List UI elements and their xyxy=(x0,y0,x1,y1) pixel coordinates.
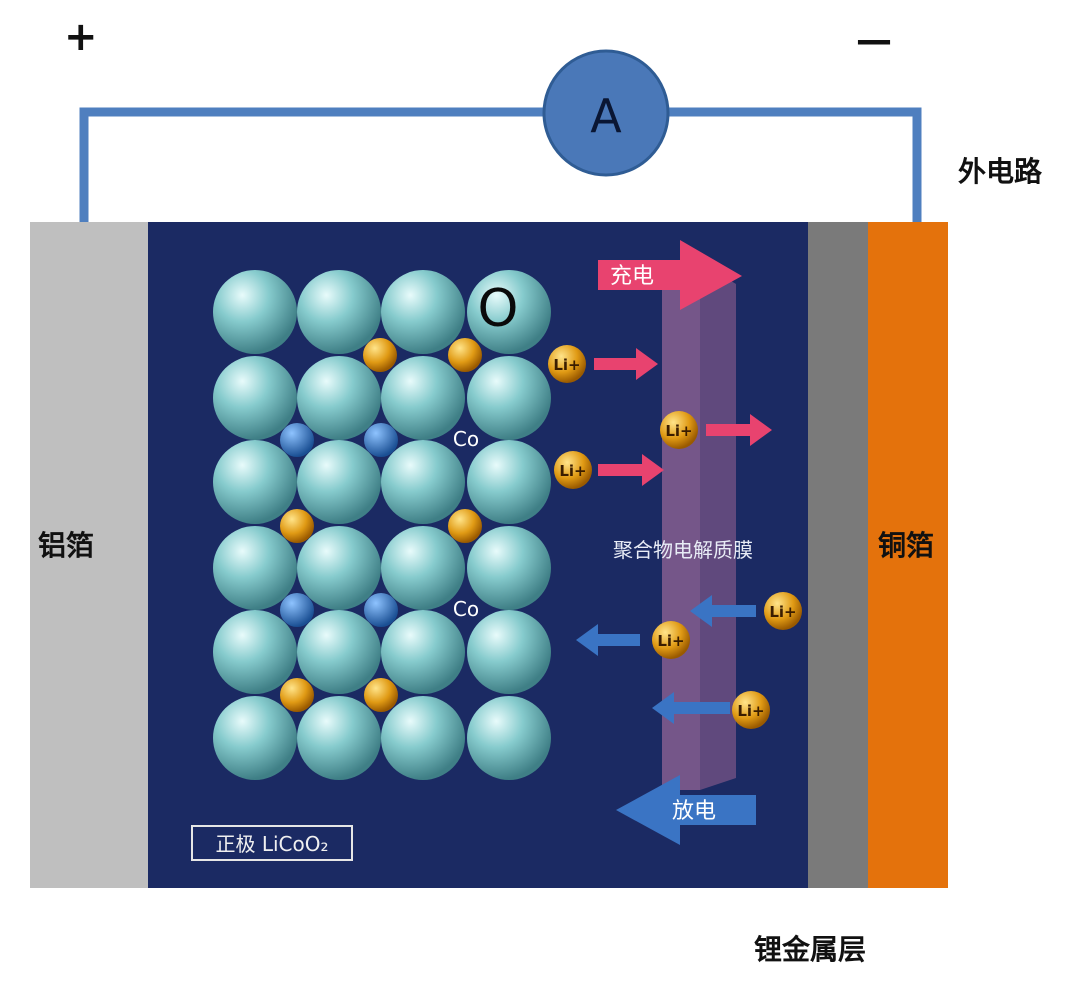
oxygen-atom xyxy=(381,356,465,440)
oxygen-atom xyxy=(213,610,297,694)
oxygen-atom xyxy=(381,696,465,780)
oxygen-atom xyxy=(297,356,381,440)
negative-terminal: — xyxy=(856,20,892,61)
lithium-ion: Li+ xyxy=(548,345,586,383)
oxygen-atom xyxy=(297,440,381,524)
charge-ion-arrow xyxy=(594,348,658,380)
lithium-ion-label: Li+ xyxy=(737,702,764,720)
lithium-metal-layer-label: 锂金属层 xyxy=(754,933,867,966)
cathode-label: 正极 LiCoO₂ xyxy=(215,832,328,856)
charge-label: 充电 xyxy=(610,264,654,289)
lithium-ion: Li+ xyxy=(764,592,802,630)
discharge-ion-arrow xyxy=(576,624,640,656)
oxygen-atom xyxy=(467,440,551,524)
cobalt-atom xyxy=(280,593,314,627)
lithium-ion: Li+ xyxy=(554,451,592,489)
charge-ion-arrow xyxy=(598,454,664,486)
lithium-ion-label: Li+ xyxy=(657,632,684,650)
copper-foil xyxy=(868,222,948,888)
oxygen-atom xyxy=(467,356,551,440)
oxygen-atom xyxy=(381,270,465,354)
cobalt-label-2: Co xyxy=(453,597,479,621)
discharge-arrow: 放电 xyxy=(616,775,756,845)
cobalt-atom xyxy=(280,423,314,457)
lithium-atom xyxy=(448,509,482,543)
oxygen-atom xyxy=(213,440,297,524)
lithium-ion: Li+ xyxy=(652,621,690,659)
oxygen-atom xyxy=(467,526,551,610)
oxygen-atom xyxy=(467,610,551,694)
oxygen-atom xyxy=(213,270,297,354)
lithium-ion-label: Li+ xyxy=(553,356,580,374)
aluminum-foil xyxy=(30,222,150,888)
positive-terminal: + xyxy=(64,14,98,60)
lithium-ion: Li+ xyxy=(660,411,698,449)
cobalt-atom xyxy=(364,423,398,457)
charge-arrow: 充电 xyxy=(598,240,742,310)
oxygen-atom xyxy=(297,610,381,694)
external-circuit-label: 外电路 xyxy=(958,155,1043,188)
lithium-atom xyxy=(363,338,397,372)
oxygen-atom xyxy=(381,440,465,524)
cobalt-label-1: Co xyxy=(453,427,479,451)
discharge-label: 放电 xyxy=(672,799,716,824)
charge-ion-arrow xyxy=(706,414,772,446)
oxygen-atom xyxy=(467,696,551,780)
lithium-ion: Li+ xyxy=(732,691,770,729)
oxygen-atom xyxy=(381,610,465,694)
copper-foil-label: 铜箔 xyxy=(878,529,935,562)
lithium-ion-label: Li+ xyxy=(559,462,586,480)
separator xyxy=(808,222,870,888)
membrane-label: 聚合物电解质膜 xyxy=(613,538,753,562)
oxygen-atom xyxy=(213,356,297,440)
discharge-ion-arrow xyxy=(690,595,756,627)
oxygen-atom xyxy=(213,696,297,780)
lithium-atom xyxy=(364,678,398,712)
lithium-ion-label: Li+ xyxy=(769,603,796,621)
ammeter-label: A xyxy=(590,89,622,143)
lithium-atom xyxy=(280,509,314,543)
oxygen-atom xyxy=(381,526,465,610)
lithium-ion-label: Li+ xyxy=(665,422,692,440)
oxygen-atom xyxy=(297,270,381,354)
lithium-atom xyxy=(280,678,314,712)
cobalt-atom xyxy=(364,593,398,627)
external-wire xyxy=(79,107,922,222)
oxygen-atom xyxy=(213,526,297,610)
oxygen-atom xyxy=(467,270,551,354)
oxygen-label: O xyxy=(478,279,519,339)
lithium-atom xyxy=(448,338,482,372)
oxygen-atom xyxy=(297,696,381,780)
oxygen-atom xyxy=(297,526,381,610)
aluminum-foil-label: 铝箔 xyxy=(38,529,95,562)
cathode-label-box: 正极 LiCoO₂ xyxy=(191,825,353,861)
ammeter: A xyxy=(542,49,670,177)
discharge-ion-arrow xyxy=(652,692,730,724)
